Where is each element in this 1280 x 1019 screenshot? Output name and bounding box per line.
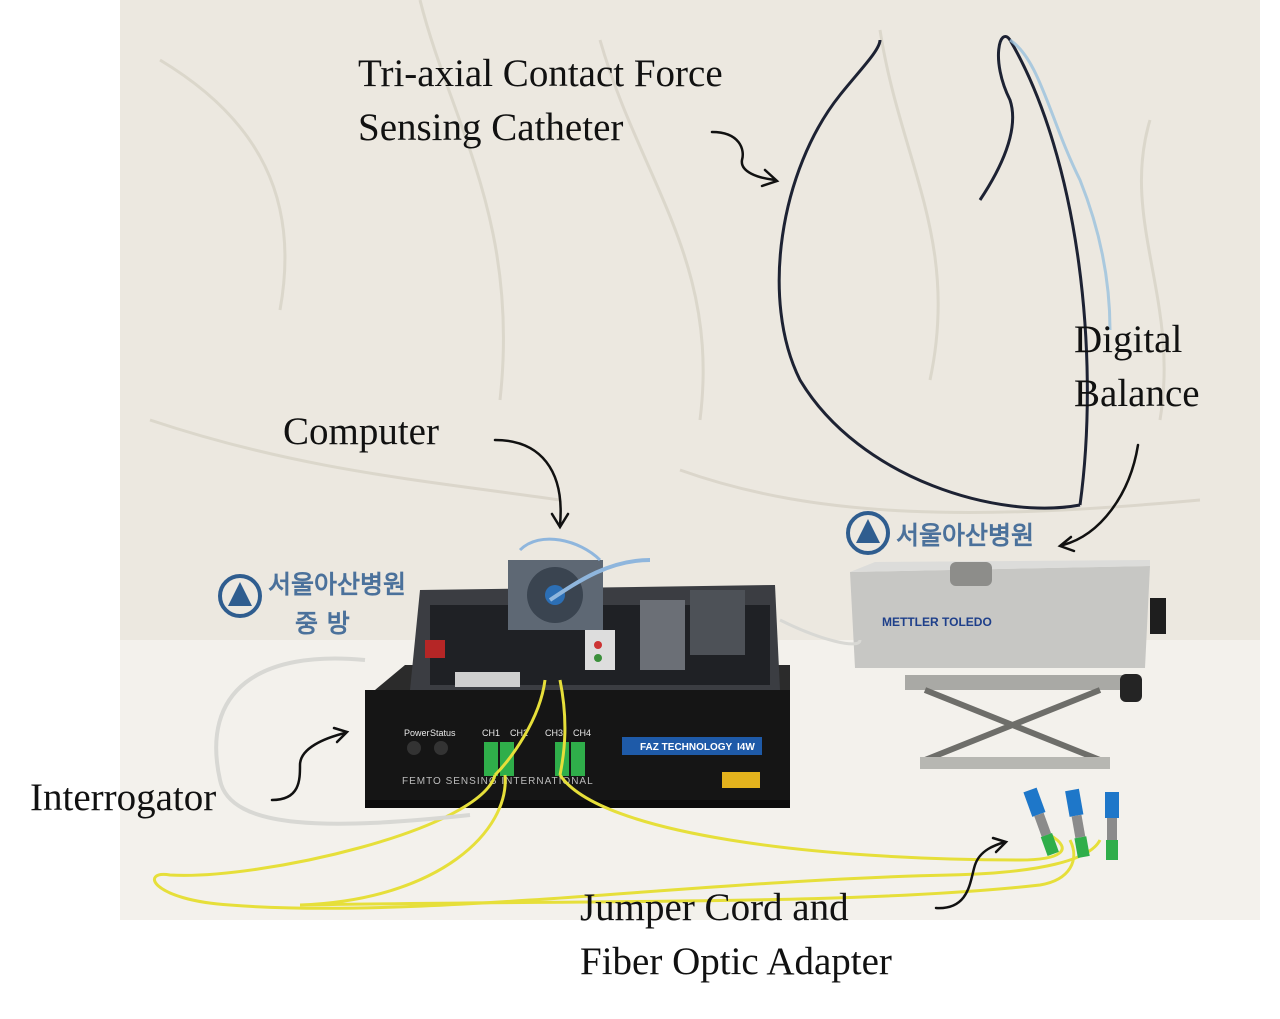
catheter-arrow [710, 130, 777, 182]
catheter-loop [777, 39, 1081, 510]
fiber-cables [152, 618, 1102, 910]
interrogator-label-text: Interrogator [30, 776, 217, 819]
faz-brand-label: FAZ TECHNOLOGY [640, 742, 733, 753]
balance-label-line2: Balance [1074, 372, 1200, 415]
ch4-label: CH4 [573, 728, 591, 738]
cloth-logo-left: 서울아산병원 중 방 [218, 570, 406, 638]
lab-jack [905, 674, 1142, 769]
balance-label-line1: Digital [1074, 318, 1183, 361]
jumper-label: Jumper Cord and Fiber Optic Adapter [580, 881, 892, 989]
cloth-hospital-name-left: 서울아산병원 [268, 570, 406, 599]
catheter-label: Tri-axial Contact Force Sensing Catheter [358, 47, 723, 155]
interrogator-arrowhead [332, 726, 350, 744]
ch2-label: CH2 [510, 728, 528, 738]
faz-badge [622, 737, 762, 755]
annotation-arrows [270, 130, 1140, 910]
power-led [407, 741, 421, 755]
catheter-tube [1009, 38, 1112, 331]
interrogator-arrow [270, 731, 347, 802]
fiber-adapters [1023, 787, 1119, 860]
ch1-port [484, 742, 498, 776]
ch3-label: CH3 [545, 728, 563, 738]
jumper-arrow [934, 840, 1007, 910]
balance-brand-label: METTLER TOLEDO [882, 615, 992, 629]
computer-label: Computer [283, 405, 439, 459]
ch4-port [571, 742, 585, 776]
jumper-label-line1: Jumper Cord and [580, 886, 849, 929]
ch2-port [500, 742, 514, 776]
faz-model-label: I4W [737, 742, 755, 753]
status-led [434, 741, 448, 755]
catheter-label-line1: Tri-axial Contact Force [358, 52, 723, 95]
computer-label-text: Computer [283, 410, 439, 453]
digital-balance: METTLER TOLEDO [850, 560, 1166, 668]
catheter-label-line2: Sensing Catheter [358, 106, 624, 149]
computer-arrowhead [550, 512, 570, 530]
status-label: Status [430, 728, 456, 738]
jumper-label-line2: Fiber Optic Adapter [580, 940, 892, 983]
catheter-arrowhead [760, 168, 780, 188]
balance-arrowhead [1057, 535, 1076, 553]
computer-board [410, 537, 780, 690]
cloth-hospital-name-right: 서울아산병원 [896, 521, 1034, 550]
cloth-dept-name-left: 중 방 [295, 609, 350, 638]
ch1-label: CH1 [482, 728, 500, 738]
balance-label: Digital Balance [1074, 313, 1200, 421]
balance-weight [950, 562, 992, 586]
jumper-arrowhead [991, 836, 1009, 854]
balance-arrow [1061, 443, 1140, 547]
cloth-logo-right: 서울아산병원 [846, 511, 1034, 555]
cloth-folds [149, 0, 1201, 514]
interrogator-label: Interrogator [30, 771, 216, 825]
femto-brand-label: FEMTO SENSING INTERNATIONAL [402, 776, 594, 787]
computer-arrow [493, 438, 562, 527]
power-label: Power [404, 728, 430, 738]
laser-warning-sticker [722, 772, 760, 788]
